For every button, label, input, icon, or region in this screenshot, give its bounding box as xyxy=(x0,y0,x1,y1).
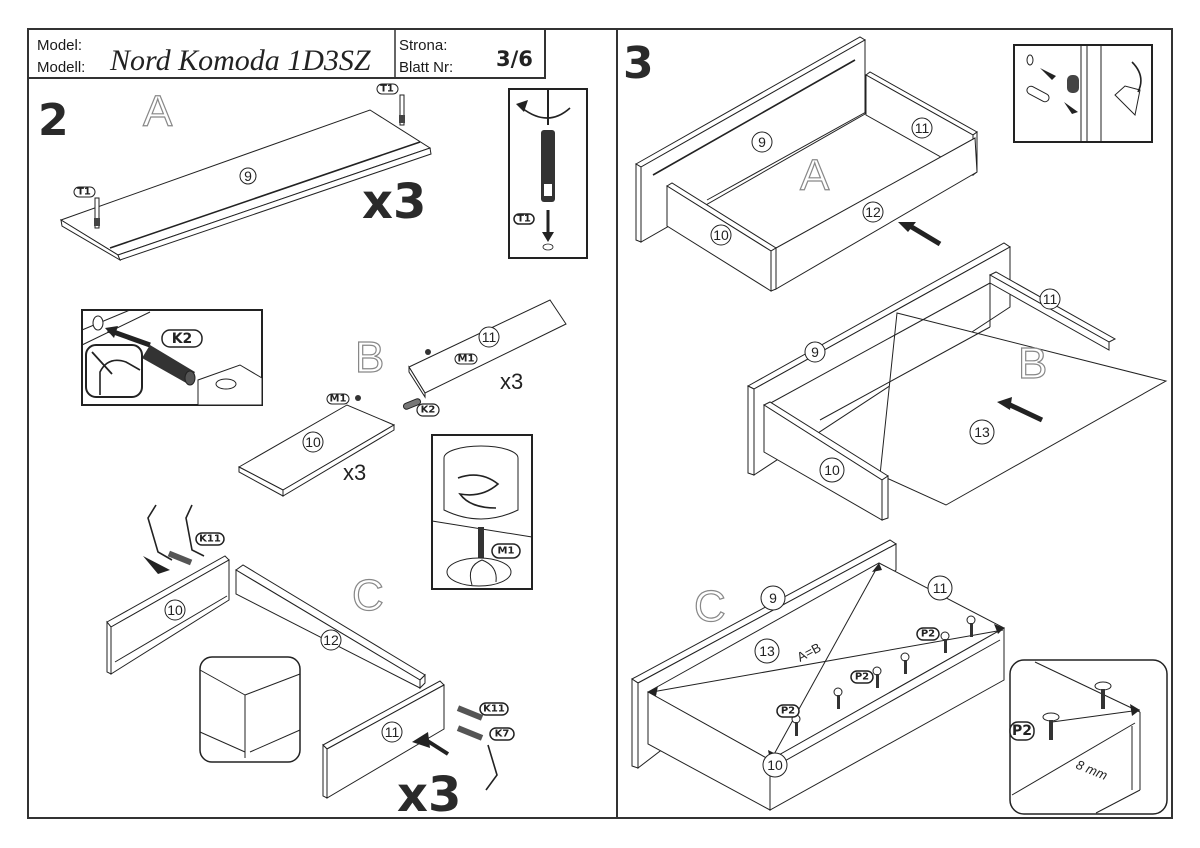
detail-fitting-label: P2 xyxy=(1012,723,1032,739)
title-block-frame xyxy=(27,28,546,79)
back-panel-12: 12 xyxy=(235,564,426,690)
part-label: 10 xyxy=(305,434,321,450)
page-label-de: Blatt Nr: xyxy=(399,59,453,76)
step-3b: 9 11 B 13 10 xyxy=(746,242,1168,521)
fitting-t1-right: T1 xyxy=(376,83,405,126)
part-label: 9 xyxy=(811,344,819,360)
step-2c: C 10 12 11 xyxy=(106,504,515,823)
part-label: 11 xyxy=(482,329,497,345)
detail-fitting-label: K2 xyxy=(172,331,193,347)
quantity-x3: x3 xyxy=(362,174,426,230)
k2-detail-box: K2 xyxy=(81,309,263,406)
step-3b-letter: B xyxy=(1018,339,1047,388)
part-label: 11 xyxy=(933,580,948,596)
hex-key-icon xyxy=(1114,85,1141,117)
model-label-de: Modell: xyxy=(37,59,85,76)
part-label: 9 xyxy=(758,134,766,150)
fitting-label: K11 xyxy=(199,534,221,545)
step-2a: A 9 T1 T1 x3 xyxy=(59,83,588,262)
screw-icon xyxy=(1042,712,1060,740)
quantity-x3: x3 xyxy=(397,767,461,823)
part-label: 12 xyxy=(865,204,881,220)
step-3a-letter: A xyxy=(800,151,830,200)
step-2a-letter: A xyxy=(143,87,173,136)
model-label: Model: xyxy=(37,37,82,54)
step-2-number: 2 xyxy=(38,95,69,146)
part-label: 11 xyxy=(915,120,930,136)
detail-fitting-label: T1 xyxy=(517,214,531,225)
side-panel-10: 10 M1 xyxy=(237,393,396,497)
page-frame xyxy=(27,28,1173,819)
m1-cam-detail-box: M1 xyxy=(431,434,533,590)
fitting-label: P2 xyxy=(855,672,869,683)
title-block: Model: Modell: Nord Komoda 1D3SZ Strona:… xyxy=(27,28,546,79)
hex-key-icon xyxy=(485,744,498,791)
fitting-label: K2 xyxy=(421,405,436,416)
arrow-icon xyxy=(143,556,170,574)
model-name: Nord Komoda 1D3SZ xyxy=(109,44,371,77)
diagonal-b xyxy=(771,563,880,759)
fitting-label: P2 xyxy=(781,706,795,717)
part-label: 10 xyxy=(713,227,729,243)
page-label: Strona: xyxy=(399,37,447,54)
detail-fitting-label: M1 xyxy=(498,546,515,557)
part-label: 10 xyxy=(767,757,783,773)
quantity-x3: x3 xyxy=(500,369,523,394)
fitting-label: T1 xyxy=(380,84,394,95)
side-panel-10: 10 xyxy=(106,555,230,675)
p2-detail-box: P2 8 mm xyxy=(1009,659,1168,815)
step-3-number: 3 xyxy=(623,38,654,89)
shelf-panel-9: 9 xyxy=(59,109,432,262)
fitting-label: K7 xyxy=(495,729,510,740)
part-label: 10 xyxy=(824,462,840,478)
t1-detail-box: T1 xyxy=(508,88,588,259)
part-label: 12 xyxy=(323,632,339,648)
cam-lock-icon xyxy=(443,458,519,520)
cam-lock-detail-box xyxy=(1013,44,1153,143)
corner-detail-box xyxy=(199,656,301,763)
k11-k7-fittings-right: K11 K7 xyxy=(456,702,515,791)
arrow-down-icon xyxy=(542,232,554,242)
part-label: 9 xyxy=(769,590,777,606)
part-label-circle xyxy=(239,167,257,185)
arrow-icon xyxy=(412,732,430,748)
step-3a: 9 11 A 10 12 xyxy=(635,36,978,292)
part-label: 11 xyxy=(1043,291,1058,307)
part-label: 9 xyxy=(244,168,252,184)
part-label: 11 xyxy=(385,724,400,740)
k2-dowel-icon xyxy=(142,345,195,384)
side-panel-11: 11 xyxy=(322,680,450,799)
screw-icon xyxy=(1094,681,1112,709)
back-panel xyxy=(769,627,1005,811)
side-panel-11: 11 M1 xyxy=(408,299,567,399)
step-2b-letter: B xyxy=(355,333,384,382)
part-label: 10 xyxy=(167,602,183,618)
screws-p2: P2 P2 P2 xyxy=(776,615,976,736)
fitting-t1-left: T1 xyxy=(73,186,100,229)
fitting-label: P2 xyxy=(921,629,935,640)
step-3c-letter: C xyxy=(694,582,726,631)
no-glue-icon xyxy=(85,344,143,398)
arrow-left-icon xyxy=(105,326,118,338)
k11-fittings-left: K11 xyxy=(143,504,225,574)
page-number: 3/6 xyxy=(496,47,533,71)
fitting-label: M1 xyxy=(330,394,347,405)
fitting-label: K11 xyxy=(483,704,505,715)
step-3c: C 9 11 13 A=B 10 xyxy=(631,539,1168,815)
part-label: 13 xyxy=(974,424,990,440)
step-2c-letter: C xyxy=(352,571,384,620)
quantity-x3: x3 xyxy=(343,460,366,485)
step-2b: K2 B 11 M1 x3 10 M1 x3 xyxy=(81,299,567,590)
fitting-label: T1 xyxy=(77,187,91,198)
k2-dowel: K2 xyxy=(402,398,440,417)
part-label: 13 xyxy=(759,643,775,659)
fitting-label: M1 xyxy=(458,354,475,365)
